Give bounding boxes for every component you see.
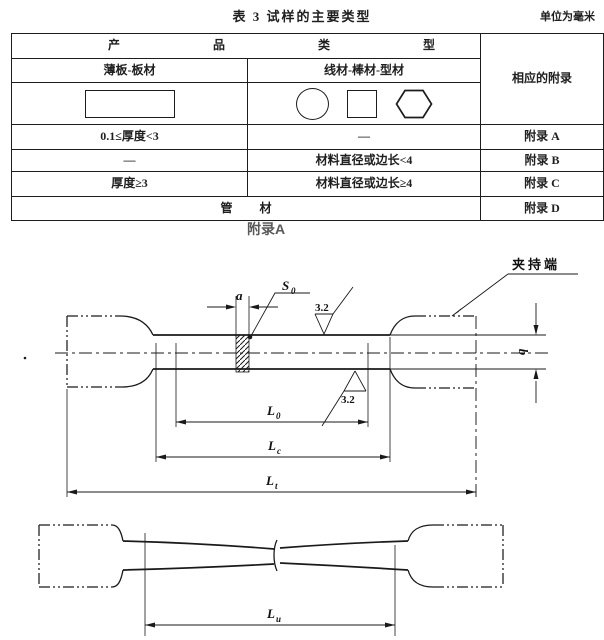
sheet-shape-cell: [10, 82, 249, 125]
fracture-line: [273, 539, 278, 572]
svg-text:0: 0: [276, 411, 281, 421]
tube-cell: 管 材: [10, 196, 482, 221]
dim-label-S0: S: [282, 278, 289, 293]
svg-text:u: u: [276, 614, 281, 624]
hexagon-shape: [395, 89, 433, 118]
svg-text:c: c: [277, 446, 281, 456]
table-row: 0.1≤厚度<3 — 附录 A: [10, 124, 604, 150]
sheet-range-cell: 0.1≤厚度<3: [10, 124, 249, 150]
roughness-symbol-bottom: 3.2: [321, 370, 367, 427]
left-grip-end: [66, 315, 122, 388]
roughness-value: 3.2: [341, 394, 355, 406]
leader-dot: [247, 334, 253, 340]
table-row: 管 材 附录 D: [10, 196, 604, 221]
tube-label: 管 材: [220, 200, 284, 215]
appendix-a-heading: 附录A: [247, 221, 286, 237]
table-row: 薄板-板材 线材-棒材-型材: [10, 58, 604, 83]
table-row: 产 品 类 型 相应的附录: [10, 33, 604, 125]
dim-Lu: L u: [144, 533, 396, 636]
dim-Lt: L t: [67, 473, 476, 495]
svg-text:L: L: [266, 606, 275, 621]
table-row: 厚度≥3 材料直径或边长≥4 附录 C: [10, 171, 604, 197]
wire-shape-cell: [247, 82, 482, 125]
svg-text:L: L: [265, 473, 274, 488]
rectangle-shape: [84, 89, 175, 118]
right-grip-end: [433, 524, 504, 588]
svg-text:L: L: [267, 438, 276, 453]
wire-column-header: 线材-棒材-型材: [247, 58, 482, 83]
right-grip-end: [415, 315, 475, 389]
grip-label-group: 夹持端: [451, 257, 578, 317]
dim-L0: L 0: [176, 403, 368, 425]
specimen-type-table: 产 品 类 型 相应的附录 薄板-板材 线材-棒材-型材: [10, 33, 604, 221]
product-type-label: 产 品 类 型: [108, 38, 481, 53]
circle-shape: [295, 87, 329, 120]
appendix-cell: 附录 D: [480, 196, 604, 221]
specimen-top-view: a S 0 3.2 3.2 夹持端: [23, 257, 578, 497]
dim-Lc: L c: [156, 438, 390, 460]
dim-label-b: b: [516, 349, 531, 356]
svg-text:t: t: [275, 481, 278, 491]
left-grip-end: [38, 524, 112, 588]
sheet-range-cell: 厚度≥3: [10, 171, 249, 197]
square-shape: [346, 89, 377, 118]
unit-label: 单位为毫米: [540, 11, 595, 23]
table-row: [10, 82, 604, 125]
dim-label-a: a: [236, 288, 243, 303]
svg-text:0: 0: [291, 286, 296, 296]
fractured-specimen-view: L u: [38, 524, 504, 636]
wire-range-cell: 材料直径或边长≥4: [247, 171, 482, 197]
table-row: — 材料直径或边长<4 附录 B: [10, 149, 604, 172]
roughness-value: 3.2: [315, 302, 329, 314]
table-title: 表 3 试样的主要类型: [232, 9, 372, 24]
grip-label: 夹持端: [512, 257, 560, 272]
cross-section-hatch: [235, 334, 250, 373]
svg-text:L: L: [266, 403, 275, 418]
dim-b: b: [516, 303, 539, 403]
roughness-symbol-top: 3.2: [314, 286, 354, 336]
appendix-cell: 附录 C: [480, 171, 604, 197]
